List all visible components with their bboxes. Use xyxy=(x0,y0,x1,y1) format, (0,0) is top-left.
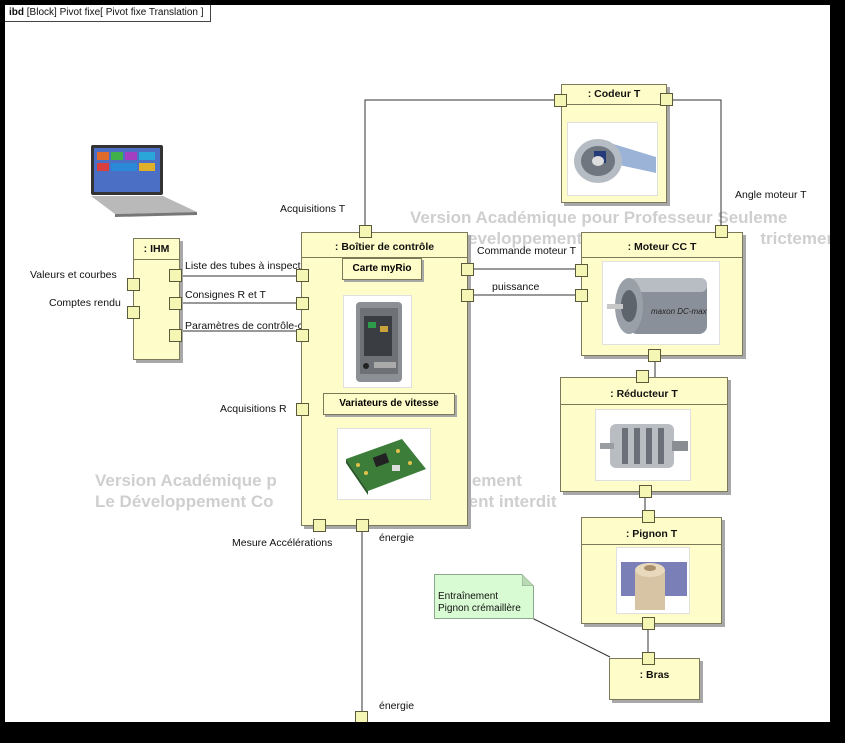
connector-angle xyxy=(672,99,722,233)
block-moteur-title: : Moteur CC T xyxy=(627,241,697,253)
block-ihm-separator xyxy=(134,259,179,260)
label-consignes: Consignes R et T xyxy=(185,289,266,301)
port-boitier-acquisitions-t[interactable] xyxy=(359,225,372,238)
port-moteur-sortie[interactable] xyxy=(648,349,661,362)
block-codeur-separator xyxy=(562,104,666,105)
label-acquisitions-t: Acquisitions T xyxy=(280,203,346,215)
dc-motor-image: maxon DC-max xyxy=(602,261,720,345)
label-puissance: puissance xyxy=(492,281,540,293)
frame-kind: ibd xyxy=(9,7,24,18)
block-codeur-title: : Codeur T xyxy=(587,88,641,100)
port-moteur-puissance[interactable] xyxy=(575,289,588,302)
port-boitier-commande[interactable] xyxy=(461,263,474,276)
port-ihm-comptes[interactable] xyxy=(127,306,140,319)
frame-title: [Block] Pivot fixe[ Pivot fixe Translati… xyxy=(26,7,204,18)
label-liste-tubes: Liste des tubes à inspecter xyxy=(185,260,310,272)
block-bras-title: : Bras xyxy=(639,669,670,681)
note-anchor-line xyxy=(529,616,611,658)
connector-acquisitions-t xyxy=(364,99,558,231)
port-boitier-parametres[interactable] xyxy=(296,329,309,342)
laptop-image xyxy=(85,142,201,220)
port-boitier-consignes[interactable] xyxy=(296,297,309,310)
diagram-canvas: ibd [Block] Pivot fixe[ Pivot fixe Trans… xyxy=(5,5,830,722)
port-reducteur-entree[interactable] xyxy=(636,370,649,383)
block-moteur-separator xyxy=(582,257,742,258)
label-commande-moteur: Commande moteur T xyxy=(477,245,577,257)
watermark-top: Version Académique pour Professeur Seule… xyxy=(410,208,830,248)
label-mesure-accelerations: Mesure Accélérations xyxy=(232,537,333,549)
gearbox-image xyxy=(595,409,691,481)
note-line-2: Pignon crémaillère xyxy=(438,603,521,614)
myrio-board-image xyxy=(343,295,412,388)
motor-brand-text: maxon DC-max xyxy=(651,307,708,316)
pinion-image xyxy=(616,547,690,614)
block-bras[interactable]: : Bras xyxy=(609,658,700,700)
note-entrainement[interactable]: Entraînement Pignon crémaillère xyxy=(434,574,534,619)
part-carte-myrio[interactable]: Carte myRio xyxy=(342,258,422,280)
block-ihm-title: : IHM xyxy=(143,243,170,255)
label-valeurs-courbes: Valeurs et courbes xyxy=(30,269,117,281)
label-energie-bottom: énergie xyxy=(379,700,415,712)
port-boitier-acquisitions-r[interactable] xyxy=(296,403,309,416)
note-fold-icon xyxy=(522,574,534,586)
port-pignon-sortie[interactable] xyxy=(642,617,655,630)
block-boitier-title: : Boîtier de contrôle xyxy=(334,241,435,253)
motor-driver-board-image xyxy=(337,428,431,500)
port-codeur-acquisitions[interactable] xyxy=(554,94,567,107)
block-pignon-separator xyxy=(582,544,721,545)
port-bras[interactable] xyxy=(642,652,655,665)
port-reducteur-sortie[interactable] xyxy=(639,485,652,498)
diagram-frame-tab: ibd [Block] Pivot fixe[ Pivot fixe Trans… xyxy=(5,5,211,22)
block-reducteur-separator xyxy=(561,404,727,405)
port-boitier-energie[interactable] xyxy=(356,519,369,532)
label-energie-top: énergie xyxy=(379,532,415,544)
port-ihm-consignes[interactable] xyxy=(169,297,182,310)
port-moteur-commande[interactable] xyxy=(575,264,588,277)
port-moteur-angle[interactable] xyxy=(715,225,728,238)
port-ihm-valeurs[interactable] xyxy=(127,278,140,291)
port-ihm-liste[interactable] xyxy=(169,269,182,282)
port-boitier-mesure[interactable] xyxy=(313,519,326,532)
port-ihm-parametres[interactable] xyxy=(169,329,182,342)
port-codeur-angle[interactable] xyxy=(660,93,673,106)
label-angle-moteur: Angle moteur T xyxy=(735,189,807,201)
label-acquisitions-r: Acquisitions R xyxy=(220,403,287,415)
encoder-image xyxy=(567,122,658,196)
part-variateurs-vitesse[interactable]: Variateurs de vitesse xyxy=(323,393,455,415)
block-reducteur-title: : Réducteur T xyxy=(610,388,678,400)
port-pignon-entree[interactable] xyxy=(642,510,655,523)
port-boitier-liste[interactable] xyxy=(296,269,309,282)
port-energie-source[interactable] xyxy=(355,711,368,722)
block-pignon-title: : Pignon T xyxy=(625,528,678,540)
note-line-1: Entraînement xyxy=(438,591,499,602)
label-comptes-rendu: Comptes rendu xyxy=(49,297,121,309)
port-boitier-puissance[interactable] xyxy=(461,289,474,302)
block-boitier-separator xyxy=(302,257,467,258)
